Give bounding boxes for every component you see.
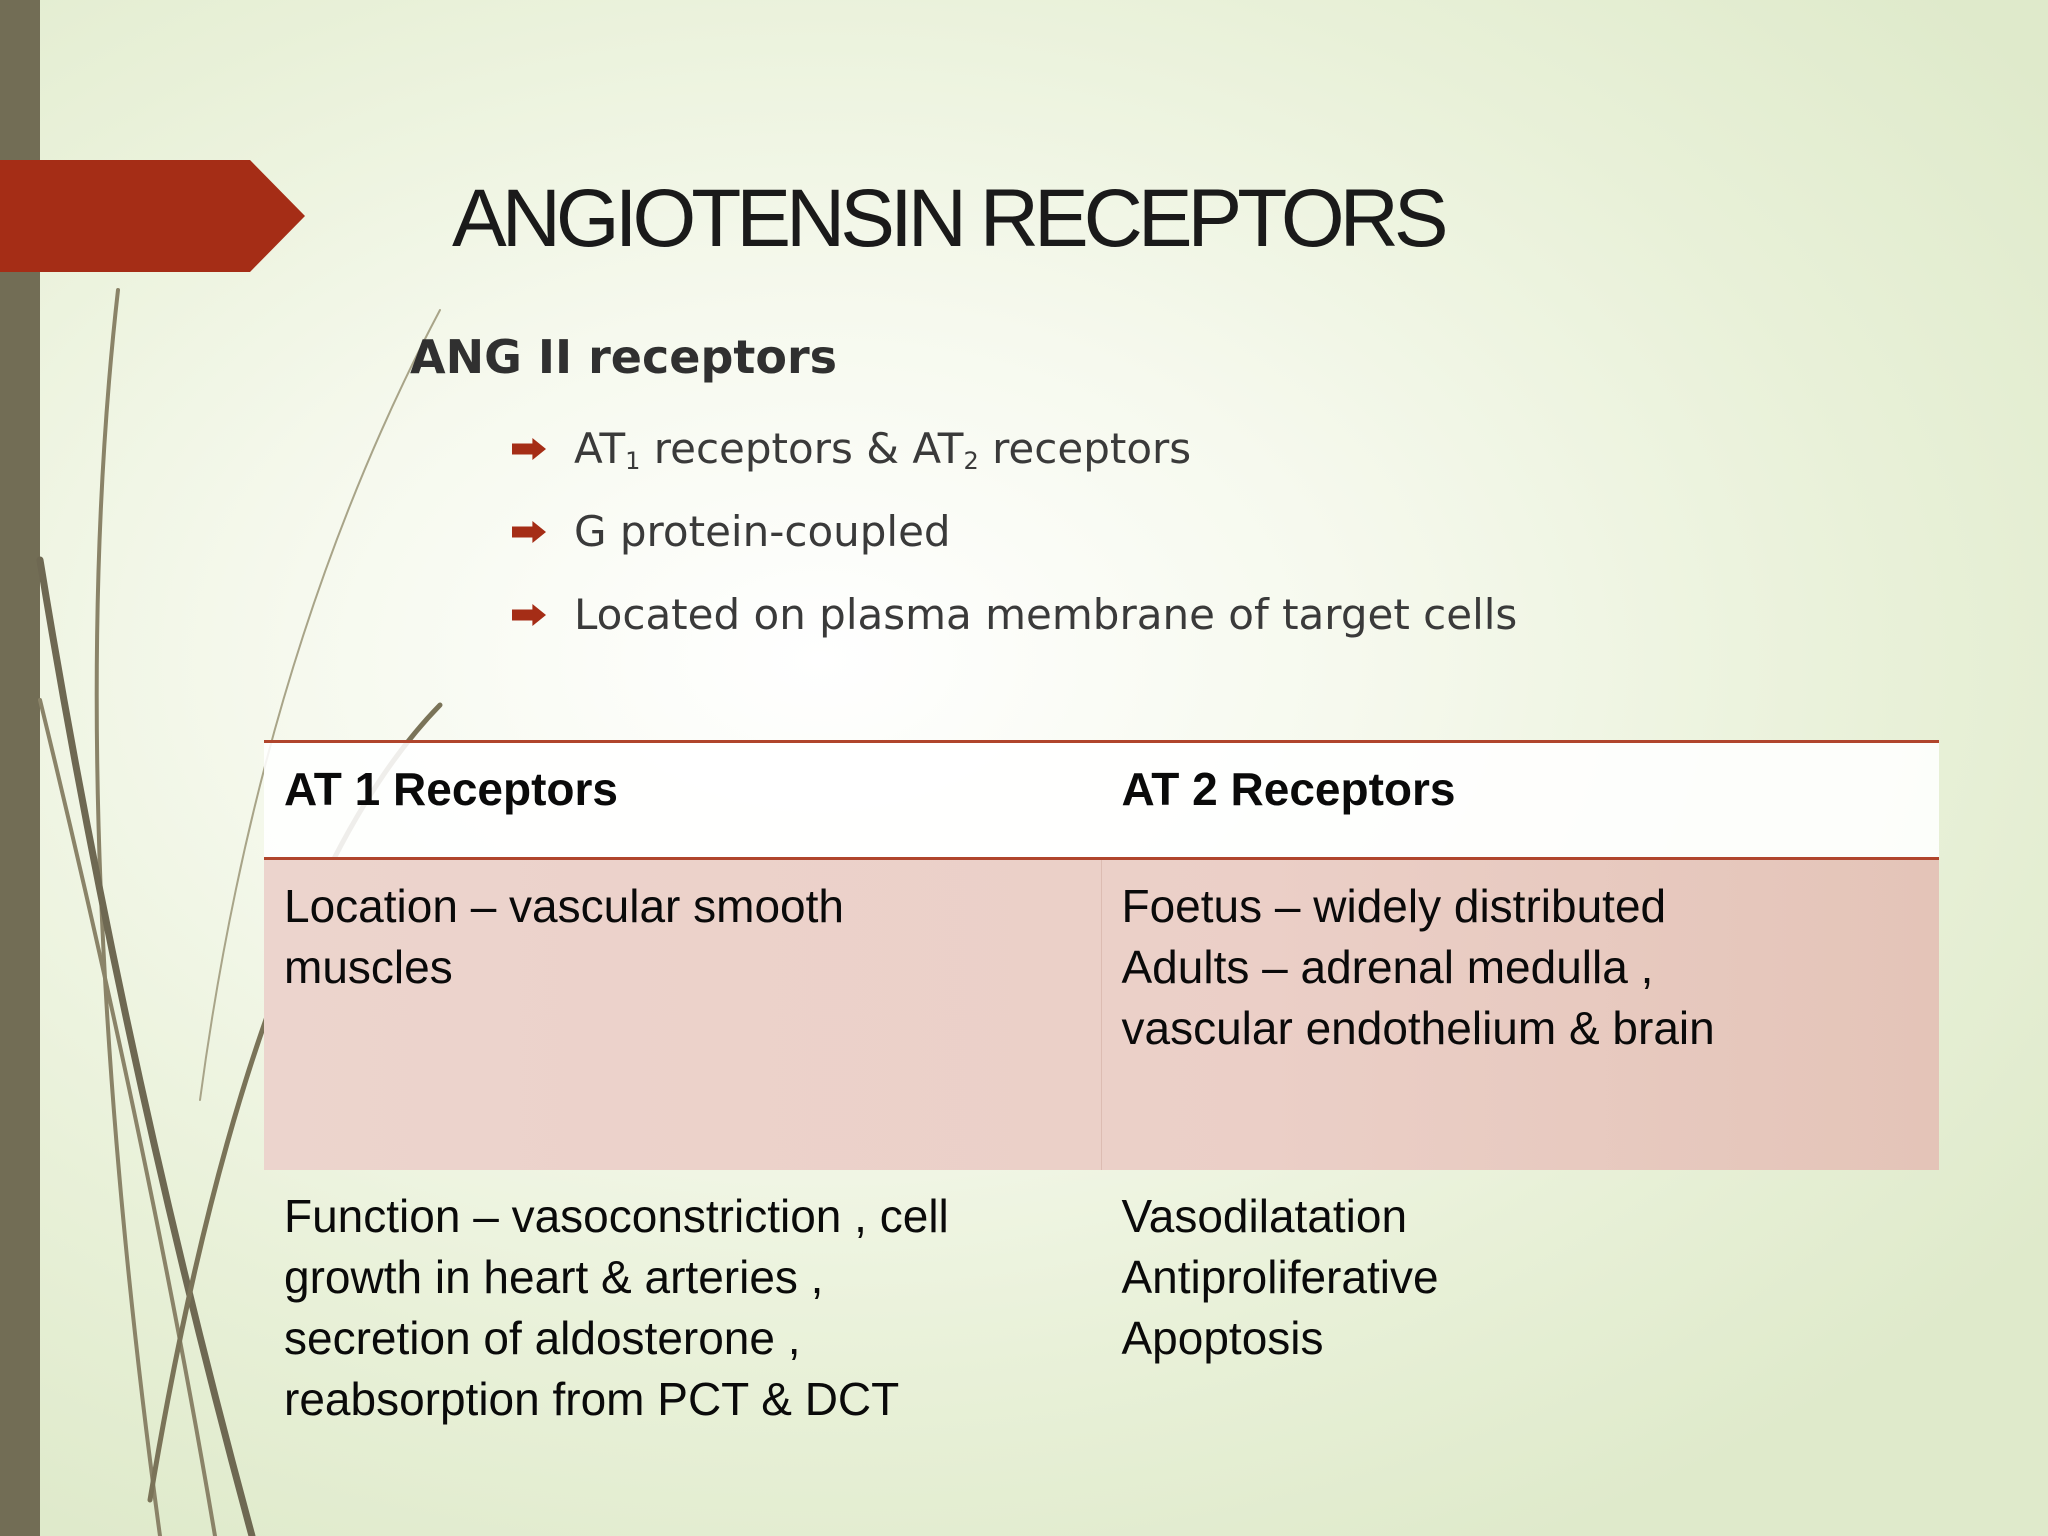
table-row: Location – vascular smooth muscles Foetu… (264, 860, 1939, 1170)
arrow-bullet-icon (512, 438, 546, 460)
subtitle: ANG II receptors (410, 330, 838, 384)
table-row: Function – vasoconstriction , cell growt… (264, 1170, 1939, 1430)
table-cell: Vasodilatation Antiproliferative Apoptos… (1121, 1190, 1439, 1364)
header-cell: AT 1 Receptors (284, 763, 619, 815)
table-cell: Foetus – widely distributed Adults – adr… (1121, 880, 1715, 1054)
table-cell: Function – vasoconstriction , cell growt… (284, 1190, 949, 1425)
title-arrow-tab (0, 160, 305, 272)
arrow-bullet-icon (512, 521, 546, 543)
table-cell: Location – vascular smooth muscles (264, 860, 1102, 1170)
table-header-row: AT 1 Receptors AT 2 Receptors (264, 740, 1939, 860)
header-cell: AT 2 Receptors (1121, 763, 1456, 815)
comparison-table: AT 1 Receptors AT 2 Receptors Location –… (264, 740, 1939, 1430)
slide-title: ANGIOTENSIN RECEPTORS (452, 173, 1449, 264)
arrow-bullet-icon (512, 604, 546, 626)
